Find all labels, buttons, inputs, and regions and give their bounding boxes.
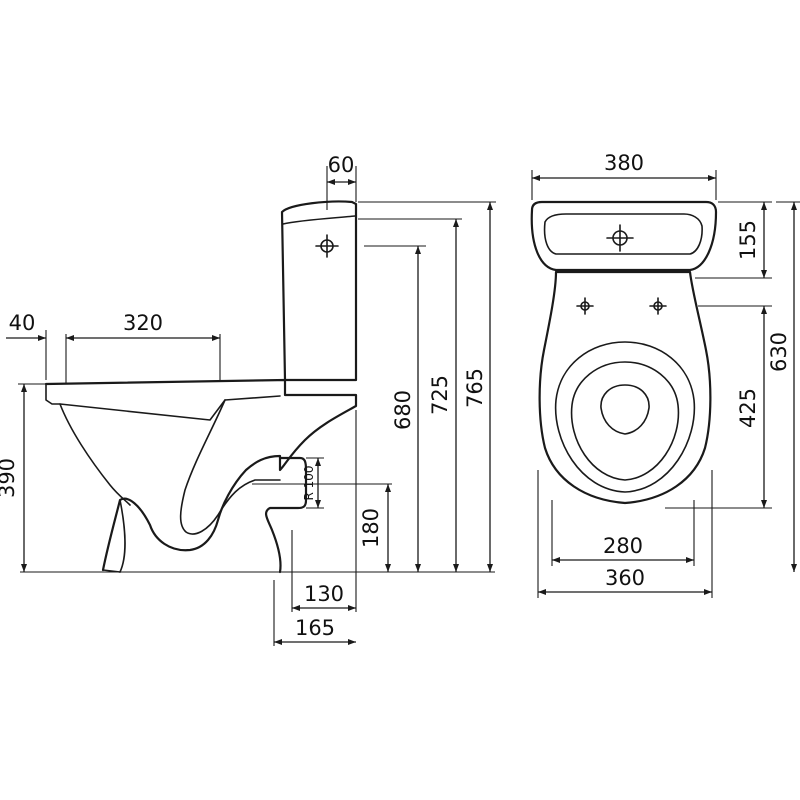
tank-flush-icon: [606, 224, 634, 252]
tank-lid-line: [282, 215, 356, 225]
dim-rim-offset: [6, 330, 47, 380]
tank-outline: [280, 200, 358, 382]
dim-tank-lid-height: [358, 218, 462, 572]
foot-front: [119, 499, 126, 573]
seat-hinge-right-icon: [649, 297, 667, 315]
dim-outlet-radius: [306, 457, 324, 509]
dim-label-outlet-depth-2: 165: [295, 616, 335, 640]
tank-top-outline: [530, 200, 718, 272]
dim-label-seat-width: 280: [603, 534, 643, 558]
dim-bowl-depth: [665, 305, 772, 509]
bowl-outline: [44, 378, 358, 572]
dim-outlet-depth-1: [291, 410, 357, 612]
dim-label-rim-height: 390: [0, 458, 19, 498]
dim-label-outlet-height: 180: [359, 508, 383, 548]
outlet-pipe: [264, 456, 308, 574]
drain-opening: [600, 384, 650, 435]
dim-label-outlet-depth-1: 130: [304, 582, 344, 606]
dim-bowl-width: [537, 470, 713, 598]
flush-button-icon: [315, 234, 339, 258]
dim-label-bowl-width: 360: [605, 566, 645, 590]
dim-label-tank-inlet-height: 680: [391, 390, 415, 430]
bowl-inner-rim: [59, 395, 281, 421]
dim-label-bowl-depth: 425: [736, 388, 760, 428]
dim-total-depth: [776, 201, 800, 572]
dim-label-outlet-radius: R 100: [302, 465, 316, 500]
dim-label-tank-width: 380: [604, 151, 644, 175]
dim-label-tank-offset: 60: [328, 153, 355, 177]
dim-label-tank-lid-height: 725: [428, 375, 452, 415]
dim-label-total-depth: 630: [767, 332, 791, 372]
side-view: 60 40 320 390: [0, 153, 496, 646]
seat-outer: [554, 341, 696, 493]
dim-label-bowl-length: 320: [123, 311, 163, 335]
tank-top-inner: [543, 213, 703, 255]
dim-outlet-depth-2: [273, 580, 356, 646]
dim-total-height: [358, 201, 496, 572]
bowl-front: [45, 383, 131, 506]
dim-outlet-height: [252, 483, 392, 572]
dim-tank-depth: [695, 201, 772, 279]
dim-tank-inlet-height: [364, 245, 426, 572]
bowl-top-outline: [538, 270, 712, 505]
foot-base: [102, 569, 121, 573]
top-view: 380 155 630 425: [530, 151, 800, 598]
dim-seat-width: [551, 500, 695, 566]
seat-hinge-left-icon: [576, 297, 594, 315]
dim-label-total-height: 765: [463, 368, 487, 408]
dim-label-rim-offset: 40: [9, 311, 36, 335]
dim-tank-offset: [326, 166, 357, 210]
dim-rim-height: [18, 383, 46, 572]
dim-bowl-length: [65, 334, 221, 383]
dim-tank-width: [531, 170, 717, 200]
seat-inner: [570, 361, 680, 481]
dim-label-tank-depth: 155: [736, 220, 760, 260]
trapway-inner: [179, 399, 281, 535]
